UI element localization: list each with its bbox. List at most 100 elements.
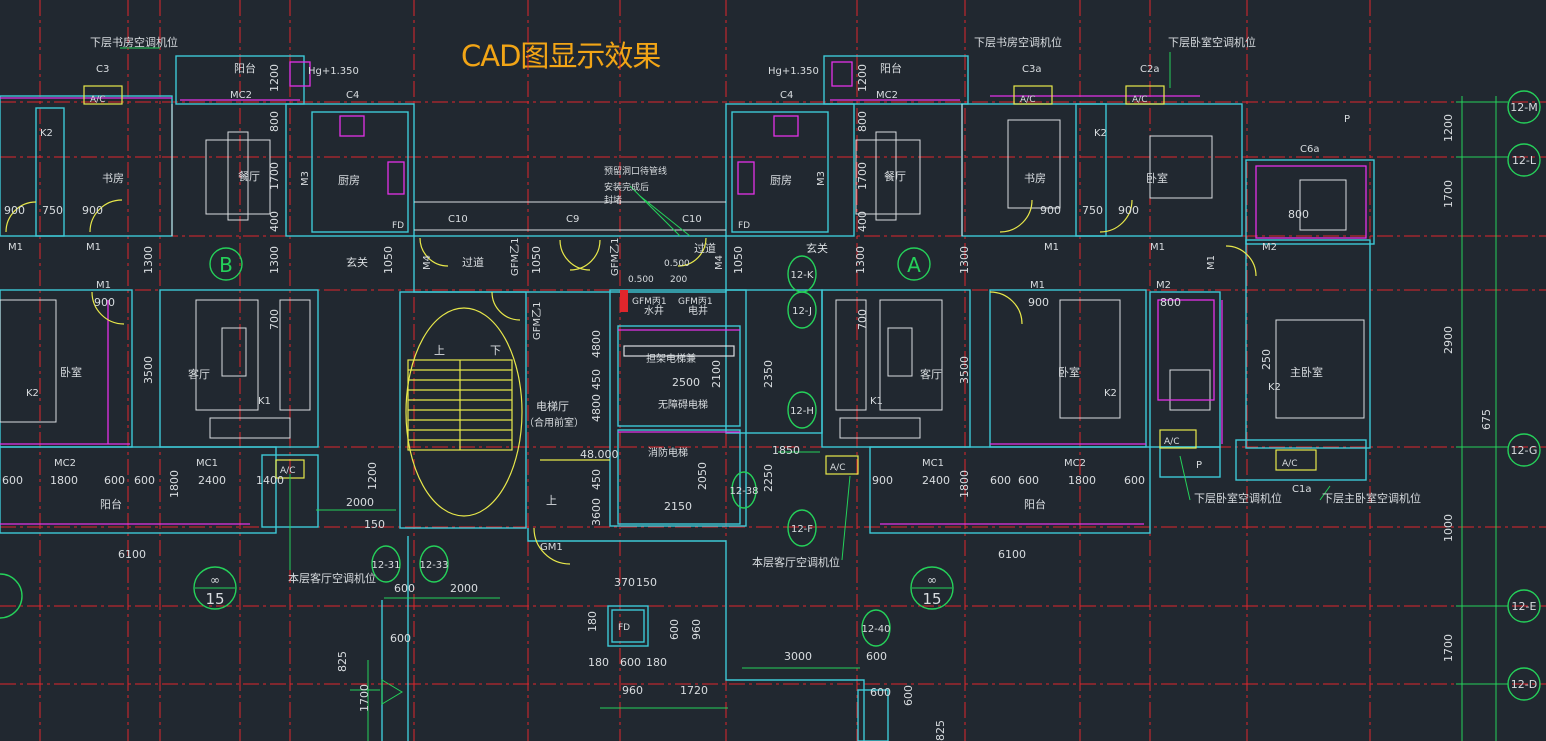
dim-600: 600 xyxy=(134,474,155,487)
code-m4-right: M4 xyxy=(714,255,725,270)
note-hg-right: Hg+1.350 xyxy=(768,66,819,77)
room-balcony-bottom-left: 阳台 xyxy=(100,497,122,511)
annotations: 下层书房空调机位 下层书房空调机位 下层卧室空调机位 下层卧室空调机位 下层主卧… xyxy=(90,35,1421,585)
grid-label: 12-F xyxy=(791,524,813,535)
dimension-texts-vertical: 1300 1300 1050 1050 1050 1300 1300 1200 … xyxy=(142,64,1493,741)
dim-1200: 1200 xyxy=(1442,114,1455,142)
code-k1-right: K1 xyxy=(870,396,883,407)
dim-3500: 3500 xyxy=(142,356,155,384)
room-elevator-hall-note: （合用前室） xyxy=(524,416,584,429)
dim-750: 750 xyxy=(42,204,63,217)
dim-49350: 825 xyxy=(934,720,947,741)
code-ac-b: A/C xyxy=(1020,95,1035,105)
room-entry-left: 玄关 xyxy=(346,255,368,269)
stairs-and-doors xyxy=(5,85,1317,565)
dim-3600: 1000 xyxy=(1442,514,1455,542)
dim-900: 900 xyxy=(872,474,893,487)
dim-150: 150 xyxy=(364,518,385,531)
dim-900: 900 xyxy=(1040,204,1061,217)
code-gfm-a: GFM乙1 xyxy=(509,238,521,277)
code-mc1-right: MC1 xyxy=(922,458,944,469)
note-ac-lower-study-right: 下层书房空调机位 xyxy=(974,35,1062,49)
dim-1700: 1700 xyxy=(358,684,371,712)
dim-49350: 825 xyxy=(336,651,349,672)
code-fd-right: FD xyxy=(738,221,750,231)
dim-1000: 450 xyxy=(590,469,603,490)
code-gfm-c: GFM乙1 xyxy=(531,302,543,341)
room-elevator-hall: 电梯厅 xyxy=(536,400,569,413)
stair-up-lower: 上 xyxy=(546,494,557,507)
grid-bubble-12-38: 12-38 xyxy=(729,471,759,509)
dim-2500: 2500 xyxy=(672,376,700,389)
dim-600: 600 xyxy=(390,632,411,645)
dim-800: 800 xyxy=(856,111,869,132)
dim-1300: 1300 xyxy=(142,246,155,274)
note-hole-2: 安装完成后 xyxy=(604,181,649,193)
dim-200: 0.500 xyxy=(664,259,690,269)
dim-1050: 1050 xyxy=(382,246,395,274)
shaft-codes: GFM丙1 GFM丙1 xyxy=(632,296,713,307)
dim-1700: 1700 xyxy=(1442,634,1455,662)
grid-bubble-12-D: 12-D xyxy=(1507,667,1541,701)
note-ac-lower-study-left: 下层书房空调机位 xyxy=(90,35,178,49)
dim-300: 0.500 xyxy=(628,275,654,285)
code-fd-left: FD xyxy=(392,221,404,231)
dim-900: 900 xyxy=(82,204,103,217)
code-m1-b: M1 xyxy=(86,242,101,253)
dim-600: 600 xyxy=(1018,474,1039,487)
lift-fire: 消防电梯 xyxy=(648,446,688,459)
room-balcony-top-left: 阳台 xyxy=(234,61,256,75)
dim-1400: 1400 xyxy=(256,474,284,487)
red-marker xyxy=(620,290,628,312)
dim-370: 370 xyxy=(614,576,635,589)
code-gfm-bing-a: GFM丙1 xyxy=(632,296,667,307)
lift-stretcher: 担架电梯兼 xyxy=(646,352,696,365)
code-mc2-left: MC2 xyxy=(54,458,76,469)
room-labels: 书房 书房 餐厅 餐厅 厨房 厨房 阳台 阳台 阳台 阳台 玄关 玄关 过道 过… xyxy=(60,61,1323,511)
dim-3000: 3000 xyxy=(784,650,812,663)
room-dining-right: 餐厅 xyxy=(884,169,906,183)
room-corridor-right: 过道 xyxy=(694,241,716,255)
code-ac-g: A/C xyxy=(1164,437,1179,447)
dim-675: 4800 xyxy=(590,330,603,358)
section-number: 15 xyxy=(205,590,224,608)
dim-900: 900 xyxy=(1028,296,1049,309)
dim-2100: 2100 xyxy=(710,360,723,388)
dim-2050: 2050 xyxy=(696,462,709,490)
code-mc2-top-left: MC2 xyxy=(230,90,252,101)
dim-800: 800 xyxy=(1288,208,1309,221)
note-ac-living-left: 本层客厅空调机位 xyxy=(288,571,376,585)
room-corridor-left: 过道 xyxy=(462,255,484,269)
code-c1a: C1a xyxy=(1292,484,1311,495)
note-hg-left: Hg+1.350 xyxy=(308,66,359,77)
dim-2250: 2250 xyxy=(762,464,775,492)
grid-bubble-12-E: 12-E xyxy=(1507,589,1541,623)
room-kitchen-right: 厨房 xyxy=(770,174,792,187)
code-fd-bottom: FD xyxy=(618,623,630,633)
dim-1850: 1850 xyxy=(772,444,800,457)
dim-2350: 2350 xyxy=(762,360,775,388)
room-living-left: 客厅 xyxy=(188,367,210,381)
code-c4-left: C4 xyxy=(346,90,359,101)
room-study-left: 书房 xyxy=(102,172,124,185)
dim-150: 150 xyxy=(636,576,657,589)
dim-1300: 1300 xyxy=(268,246,281,274)
dim-2000: 2000 xyxy=(346,496,374,509)
code-c6a: C6a xyxy=(1300,144,1319,155)
dim-900: 900 xyxy=(4,204,25,217)
grid-label: 12-31 xyxy=(371,560,400,571)
room-balcony-bottom-right: 阳台 xyxy=(1024,497,1046,511)
code-c3: C3 xyxy=(96,64,109,75)
code-ac-a: A/C xyxy=(90,95,105,105)
dim-400: 400 xyxy=(856,211,869,232)
grid-bubble-12-G: 12-G xyxy=(1507,433,1541,467)
section-glyph-icon: ∞ xyxy=(927,573,937,587)
dim-450: 180 xyxy=(586,611,599,632)
dim-6100-right: 6100 xyxy=(998,548,1026,561)
dim-600: 600 xyxy=(866,650,887,663)
dim-800: 800 xyxy=(1160,296,1181,309)
code-m1-vertical: M1 xyxy=(1206,255,1217,270)
grid-label: 12-J xyxy=(792,306,812,317)
dim-1700: 1700 xyxy=(1442,180,1455,208)
dim-900: 900 xyxy=(94,296,115,309)
